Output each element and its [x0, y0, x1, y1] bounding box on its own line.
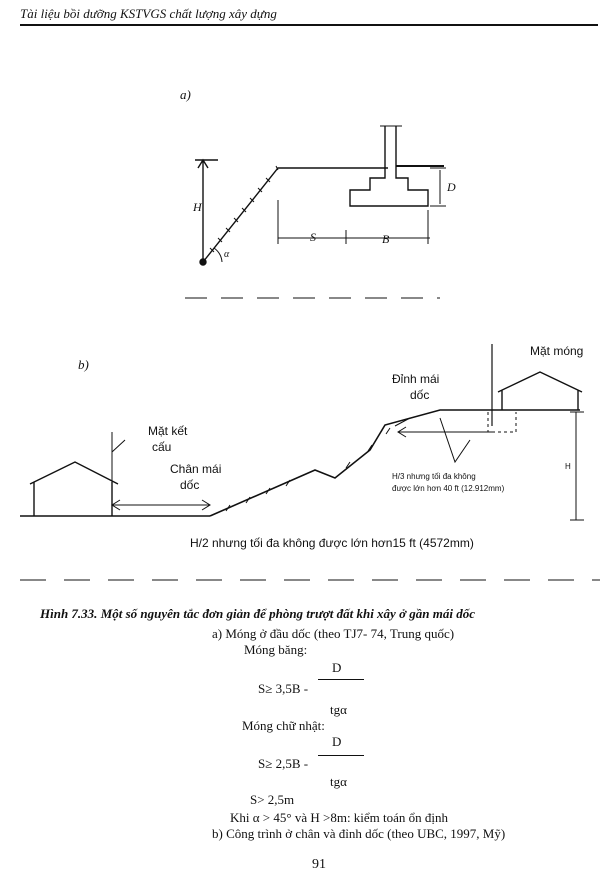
dimension-d-label: D [447, 180, 456, 194]
mong-chu-nhat-heading: Móng chữ nhật: [242, 718, 325, 733]
dimension-h-label-b: H [565, 462, 571, 471]
running-header: Tài liệu bồi dưỡng KSTVGS chất lượng xây… [20, 6, 277, 21]
header-rule [20, 24, 598, 26]
dinh-mai-doc-label-1: Đỉnh mái [392, 372, 440, 386]
formula-1-left: S≥ 3,5B - [258, 681, 309, 696]
s-min-line: S> 2,5m [250, 792, 295, 807]
formula-2-denominator: tgα [330, 774, 347, 789]
h3-note-line-2: được lớn hơn 40 ft (12.912mm) [392, 484, 505, 493]
stability-check-line: Khi α > 45° và H >8m: kiểm toán ổn định [230, 810, 449, 825]
h2-note: H/2 nhưng tối đa không được lớn hơn15 ft… [190, 536, 474, 550]
figure-caption: Hình 7.33. Một số nguyên tắc đơn giản để… [40, 606, 475, 622]
formula-2-numerator: D [332, 734, 342, 749]
line-b: b) Công trình ở chân và đỉnh dốc (theo U… [212, 826, 506, 841]
mong-bang-heading: Móng băng: [244, 642, 308, 657]
chan-mai-doc-label-2: dốc [180, 478, 200, 492]
figure-b-drawing [20, 344, 600, 581]
figure-drawings [20, 125, 600, 581]
caption-text: Một số nguyên tắc đơn giản để phòng trượ… [97, 606, 476, 621]
line-a: a) Móng ở đầu dốc (theo TJ7- 74, Trung q… [212, 626, 455, 641]
chan-mai-doc-label-1: Chân mái [170, 462, 222, 476]
figure-b-label: b) [78, 357, 89, 372]
mat-mong-label: Mặt móng [530, 344, 584, 358]
dimension-h-label: H [193, 200, 202, 214]
formula-2-left: S≥ 2,5B - [258, 756, 309, 771]
mat-ket-cau-label-1: Mặt kết [148, 424, 188, 438]
dinh-mai-doc-label-2: dốc [410, 388, 430, 402]
angle-alpha-label: α [224, 249, 230, 260]
dimension-s-label: S [310, 230, 316, 244]
caption-number: Hình 7.33. [40, 606, 98, 621]
figure-a-label: a) [180, 87, 191, 102]
formula-1-numerator: D [332, 660, 342, 675]
figure-a-drawing [185, 125, 446, 299]
formula-1-bar [318, 679, 364, 680]
h3-note-line-1: H/3 nhưng tối đa không [392, 472, 476, 481]
page-number: 91 [312, 857, 326, 872]
formula-1-denominator: tgα [330, 702, 347, 717]
formula-2-bar [318, 755, 364, 756]
dimension-b-label: B [382, 232, 390, 246]
mat-ket-cau-label-2: cấu [152, 440, 172, 454]
